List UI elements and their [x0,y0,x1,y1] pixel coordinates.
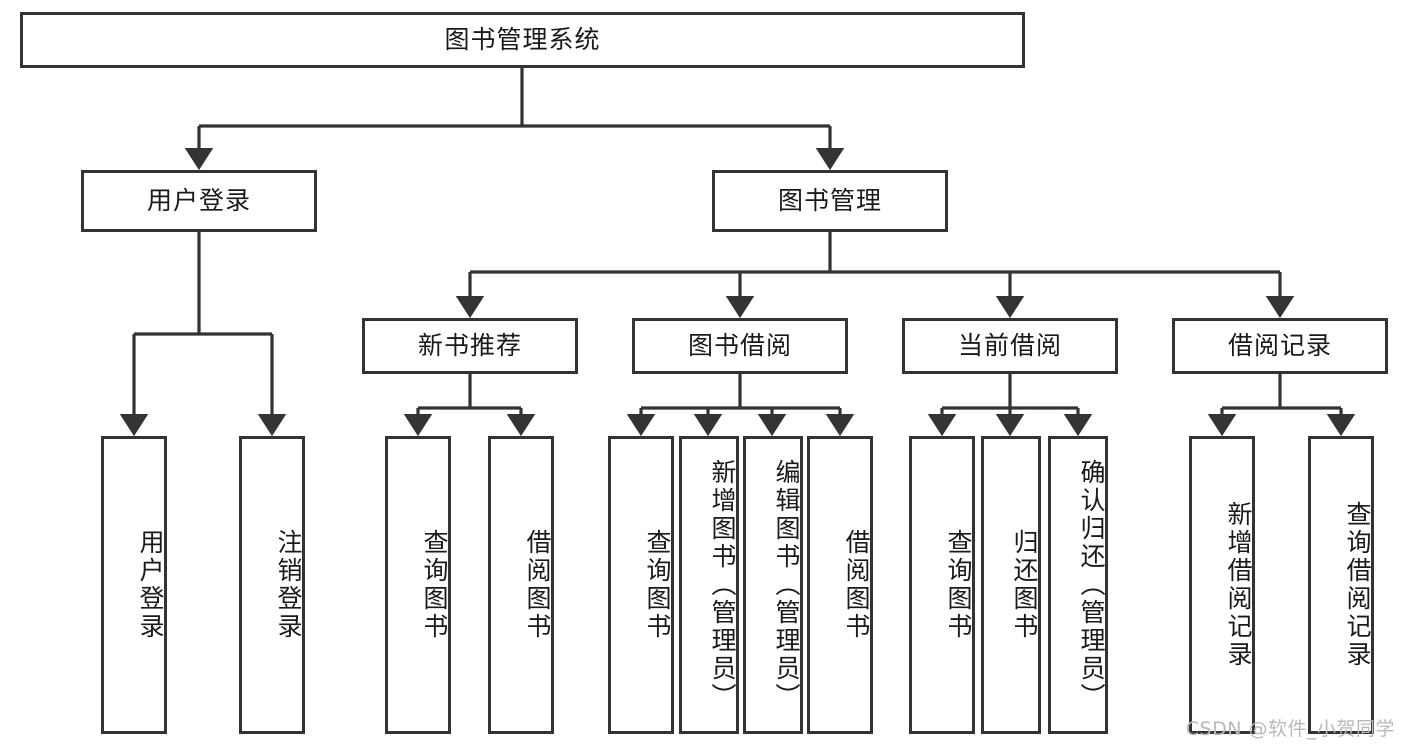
leaf-logout-login-label: 注销登录 [274,529,303,641]
node-book-manage[interactable]: 图书管理 [712,170,948,232]
node-root-label: 图书管理系统 [444,25,601,55]
leaf-user-login[interactable]: 用户登录 [101,436,167,734]
node-new-book-recommend-label: 新书推荐 [417,331,522,361]
node-new-book-recommend[interactable]: 新书推荐 [362,318,578,374]
leaf-query-book-1-label: 查询图书 [420,529,449,641]
leaf-user-login-label: 用户登录 [136,529,165,641]
node-current-borrow[interactable]: 当前借阅 [902,318,1118,374]
leaf-borrow-book-1[interactable]: 借阅图书 [488,436,554,734]
leaf-borrow-book-2-label: 借阅图书 [842,529,871,641]
node-book-borrow[interactable]: 图书借阅 [632,318,848,374]
leaf-edit-book[interactable]: 编辑图书（管理员） [743,436,803,734]
leaf-add-book[interactable]: 新增图书（管理员） [679,436,739,734]
leaf-query-book-1[interactable]: 查询图书 [385,436,451,734]
leaf-borrow-book-1-label: 借阅图书 [523,529,552,641]
node-user-login[interactable]: 用户登录 [81,170,317,232]
node-root[interactable]: 图书管理系统 [20,12,1025,68]
leaf-query-book-3[interactable]: 查询图书 [909,436,975,734]
node-book-manage-label: 图书管理 [777,186,882,216]
leaf-query-book-2-label: 查询图书 [643,529,672,641]
leaf-return-book[interactable]: 归还图书 [981,436,1041,734]
leaf-confirm-return-label: 确认归还（管理员） [1077,459,1106,711]
leaf-add-record[interactable]: 新增借阅记录 [1189,436,1255,734]
node-current-borrow-label: 当前借阅 [957,331,1062,361]
node-borrow-record-label: 借阅记录 [1227,331,1332,361]
leaf-logout-login[interactable]: 注销登录 [239,436,305,734]
leaf-query-book-3-label: 查询图书 [944,529,973,641]
leaf-borrow-book-2[interactable]: 借阅图书 [807,436,873,734]
watermark: CSDN @软件_小贺同学 [1185,718,1395,740]
leaf-query-book-2[interactable]: 查询图书 [608,436,674,734]
leaf-add-record-label: 新增借阅记录 [1224,501,1253,669]
leaf-edit-book-label: 编辑图书（管理员） [772,459,801,711]
leaf-confirm-return[interactable]: 确认归还（管理员） [1048,436,1108,734]
node-borrow-record[interactable]: 借阅记录 [1172,318,1388,374]
leaf-query-record-label: 查询借阅记录 [1343,501,1372,669]
node-book-borrow-label: 图书借阅 [687,331,792,361]
node-user-login-label: 用户登录 [146,186,251,216]
leaf-return-book-label: 归还图书 [1010,529,1039,641]
leaf-add-book-label: 新增图书（管理员） [708,459,737,711]
leaf-query-record[interactable]: 查询借阅记录 [1308,436,1374,734]
